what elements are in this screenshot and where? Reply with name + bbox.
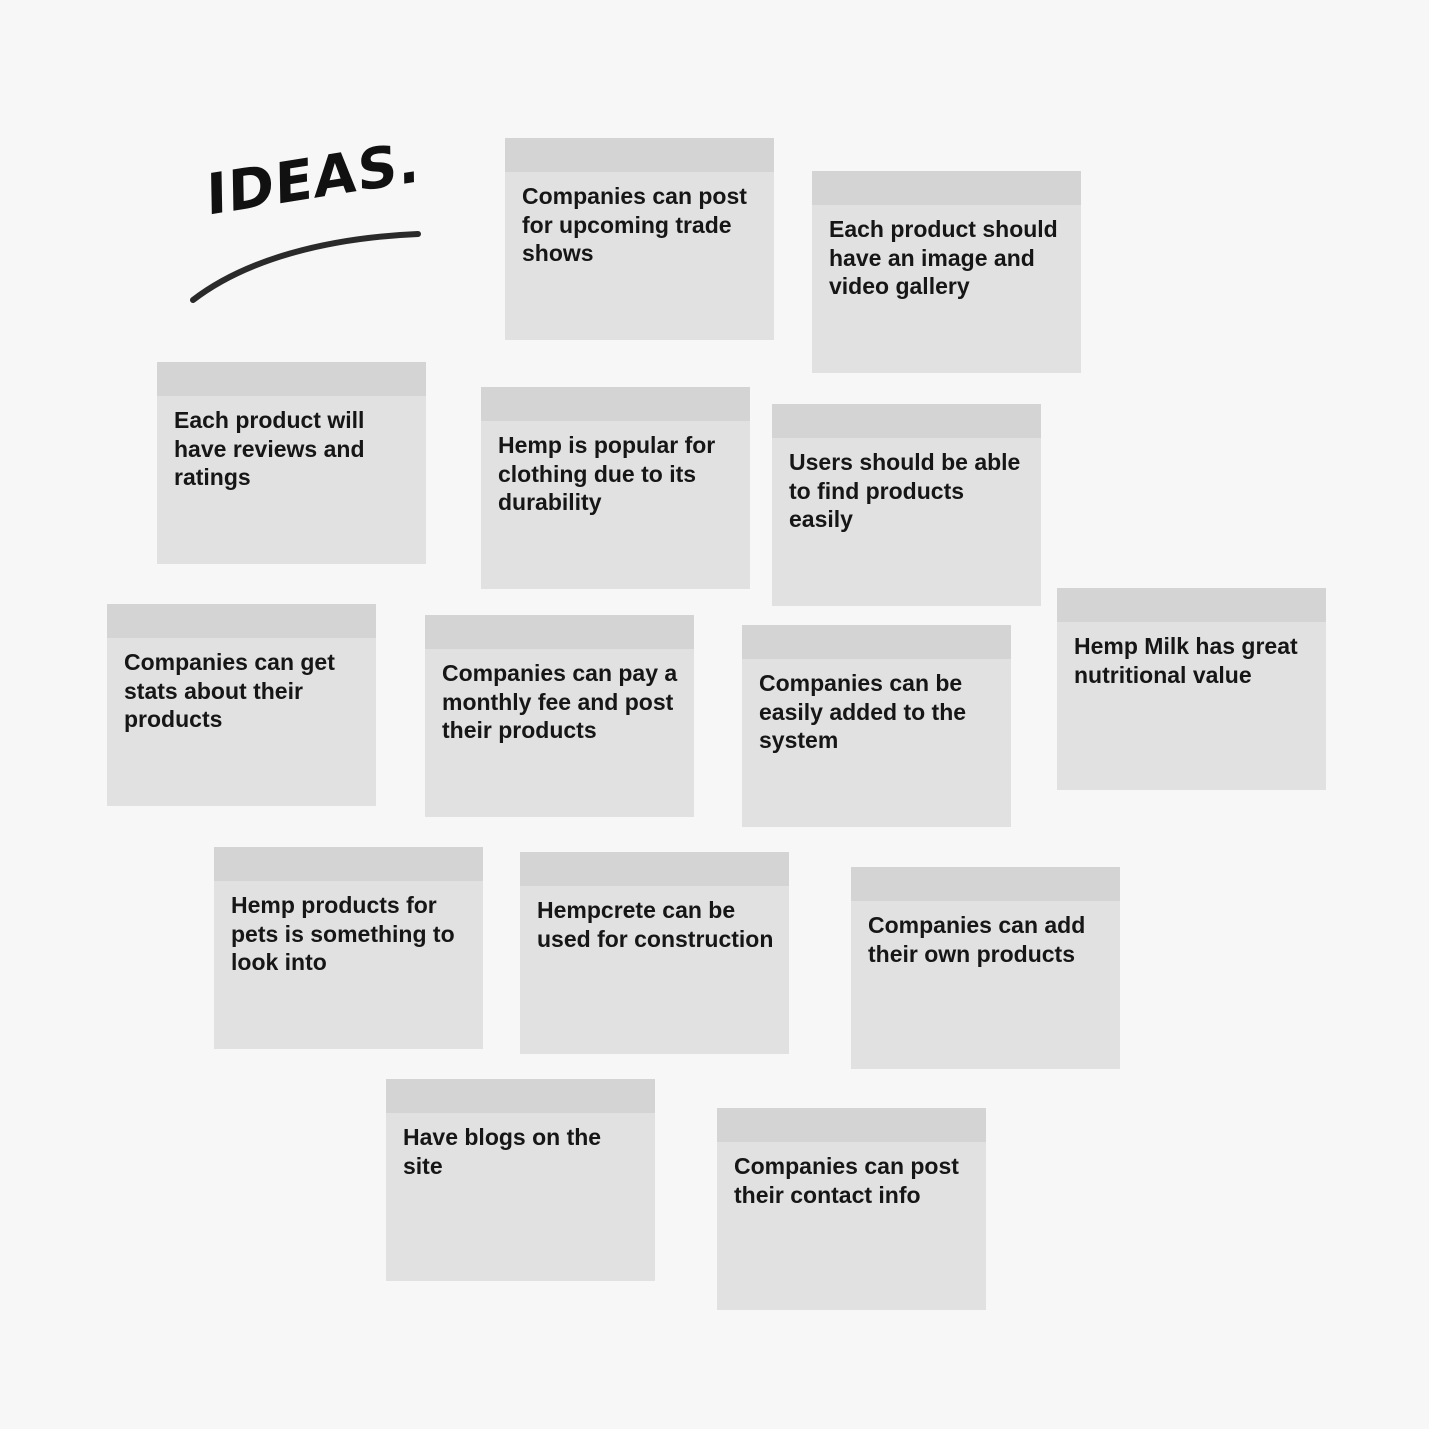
sticky-note-text: Companies can get stats about their prod… xyxy=(124,649,335,732)
sticky-note-text: Users should be able to find products ea… xyxy=(789,449,1021,532)
sticky-note-header xyxy=(851,867,1120,901)
sticky-note[interactable]: Have blogs on the site xyxy=(386,1079,655,1281)
sticky-note-header xyxy=(481,387,750,421)
sticky-note[interactable]: Companies can pay a monthly fee and post… xyxy=(425,615,694,817)
sticky-note-text: Hemp is popular for clothing due to its … xyxy=(498,432,716,515)
sticky-note[interactable]: Hemp products for pets is something to l… xyxy=(214,847,483,1049)
sticky-note[interactable]: Companies can post their contact info xyxy=(717,1108,986,1310)
sticky-note-text: Companies can pay a monthly fee and post… xyxy=(442,660,678,743)
sticky-note-header xyxy=(520,852,789,886)
sticky-note-header xyxy=(812,171,1081,205)
sticky-note[interactable]: Companies can add their own products xyxy=(851,867,1120,1069)
sticky-note-text: Hemp products for pets is something to l… xyxy=(231,892,455,975)
sticky-note-header xyxy=(214,847,483,881)
sticky-note-header xyxy=(717,1108,986,1142)
sticky-note[interactable]: Each product should have an image and vi… xyxy=(812,171,1081,373)
sticky-note-header xyxy=(772,404,1041,438)
sticky-note-text: Companies can post their contact info xyxy=(734,1153,959,1208)
sticky-note-header xyxy=(742,625,1011,659)
sticky-note[interactable]: Hemp Milk has great nutritional value xyxy=(1057,588,1326,790)
sticky-note[interactable]: Hemp is popular for clothing due to its … xyxy=(481,387,750,589)
sticky-note-header xyxy=(505,138,774,172)
sticky-note-text: Companies can be easily added to the sys… xyxy=(759,670,967,753)
sticky-note-header xyxy=(425,615,694,649)
sticky-note[interactable]: Each product will have reviews and ratin… xyxy=(157,362,426,564)
sticky-note-header xyxy=(157,362,426,396)
title-underline xyxy=(190,231,421,303)
sticky-note-text: Each product will have reviews and ratin… xyxy=(174,407,365,490)
sticky-note-header xyxy=(386,1079,655,1113)
sticky-note[interactable]: Users should be able to find products ea… xyxy=(772,404,1041,606)
sticky-note-text: Have blogs on the site xyxy=(403,1124,602,1179)
board-title: IDEAS. xyxy=(185,129,435,310)
sticky-note[interactable]: Companies can be easily added to the sys… xyxy=(742,625,1011,827)
sticky-note-text: Each product should have an image and vi… xyxy=(829,216,1058,299)
sticky-note-text: Companies can add their own products xyxy=(868,912,1086,967)
sticky-note-header xyxy=(107,604,376,638)
sticky-note-text: Companies can post for upcoming trade sh… xyxy=(522,183,747,266)
sticky-note-text: Hempcrete can be used for construction xyxy=(537,897,774,952)
sticky-note[interactable]: Hempcrete can be used for construction xyxy=(520,852,789,1054)
sticky-note[interactable]: Companies can get stats about their prod… xyxy=(107,604,376,806)
sticky-note[interactable]: Companies can post for upcoming trade sh… xyxy=(505,138,774,340)
sticky-note-text: Hemp Milk has great nutritional value xyxy=(1074,633,1298,688)
sticky-note-header xyxy=(1057,588,1326,622)
